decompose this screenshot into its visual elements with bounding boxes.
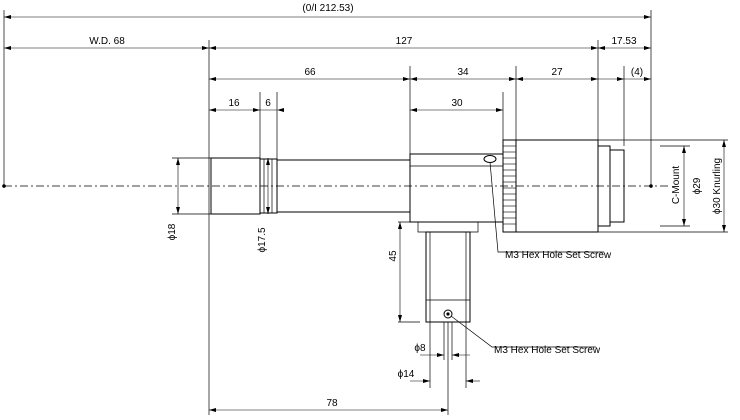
label-set-screw-top: M3 Hex Hole Set Screw: [505, 250, 612, 261]
dimension-lines: [4, 16, 725, 411]
dim-offset-78: 78: [326, 398, 338, 409]
dim-housing-inner: 30: [451, 98, 463, 109]
object-point: [2, 184, 6, 188]
arrowheads: [4, 15, 726, 412]
dim-front-diameter: ϕ18: [167, 223, 178, 240]
dim-front-length: 16: [228, 98, 240, 109]
vertical-stem: [425, 231, 471, 323]
set-screw-hole-bottom: [443, 309, 453, 319]
label-c-mount: C-Mount: [671, 166, 682, 205]
dim-stem-diameter: ϕ8: [414, 343, 426, 354]
dim-mount-length: 17.53: [611, 36, 636, 47]
dim-mount-offset: (4): [631, 67, 643, 78]
dim-lens-length: 127: [396, 36, 413, 47]
dim-knurl-diameter: ϕ30 Knurling: [712, 158, 723, 214]
dim-tube-length: 66: [304, 67, 316, 78]
label-set-screw-bottom: M3 Hex Hole Set Screw: [494, 345, 601, 356]
dim-housing-length: 34: [457, 67, 469, 78]
dim-stem-outer-diameter: ϕ14: [398, 369, 415, 380]
dim-step-diameter: ϕ17.5: [257, 227, 268, 253]
dim-mount-diameter: ϕ29: [692, 177, 703, 194]
dim-knurl-length: 27: [551, 67, 563, 78]
extension-lines: [3, 10, 728, 415]
image-point: [649, 184, 653, 188]
leader-lines: [450, 161, 604, 348]
dim-working-distance: W.D. 68: [89, 36, 125, 47]
set-screw-hole-top: [483, 155, 497, 163]
lens-body: [210, 139, 625, 323]
dim-stem-height: 45: [388, 250, 399, 262]
dim-step-length: 6: [265, 98, 271, 109]
dim-overall-length: (0/I 212.53): [302, 3, 353, 14]
